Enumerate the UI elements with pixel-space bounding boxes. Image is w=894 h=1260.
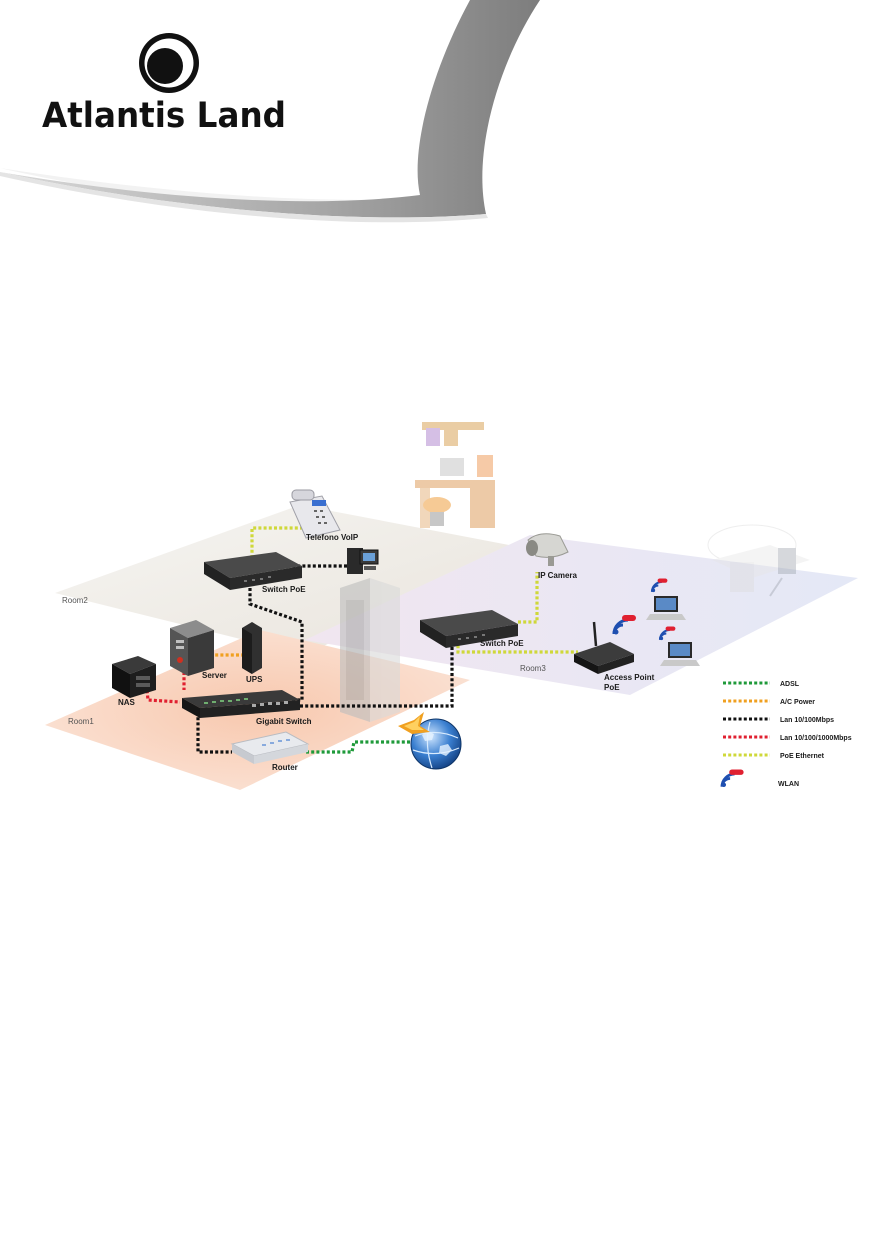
nas-label: NAS: [118, 698, 136, 707]
server-rack: [340, 578, 400, 722]
ip-camera-label: IP Camera: [538, 571, 578, 580]
room1-label: Room1: [68, 717, 94, 726]
legend: ADSL A/C Power Lan 10/100Mbps Lan 10/100…: [722, 681, 852, 788]
server-label: Server: [202, 671, 227, 680]
router-label: Router: [272, 763, 298, 772]
brand-name: Atlantis Land: [42, 96, 286, 136]
switch-poe-room2-label: Switch PoE: [262, 585, 306, 594]
legend-label-wlan: WLAN: [778, 781, 799, 788]
legend-label-lan1000: Lan 10/100/1000Mbps: [780, 735, 852, 742]
legend-label-adsl: ADSL: [780, 681, 800, 688]
room3-label: Room3: [520, 664, 546, 673]
gigabit-switch-label: Gigabit Switch: [256, 717, 312, 726]
ups-label: UPS: [246, 675, 263, 684]
legend-label-ac-power: A/C Power: [780, 699, 815, 706]
ups: [242, 622, 262, 674]
server: [170, 620, 214, 676]
office-desk-room2: [415, 422, 495, 528]
switch-poe-room3-label: Switch PoE: [480, 639, 524, 648]
voip-phone-label: Telefono VoIP: [306, 533, 359, 542]
legend-label-poe: PoE Ethernet: [780, 753, 825, 760]
access-point-label-line2: PoE: [604, 683, 620, 692]
access-point-label-line1: Access Point: [604, 673, 655, 682]
room2-label: Room2: [62, 596, 88, 605]
legend-label-lan100: Lan 10/100Mbps: [780, 717, 834, 724]
atlantis-logo-icon: [139, 33, 199, 93]
nas: [112, 656, 156, 698]
wlan-icon: [722, 770, 744, 788]
